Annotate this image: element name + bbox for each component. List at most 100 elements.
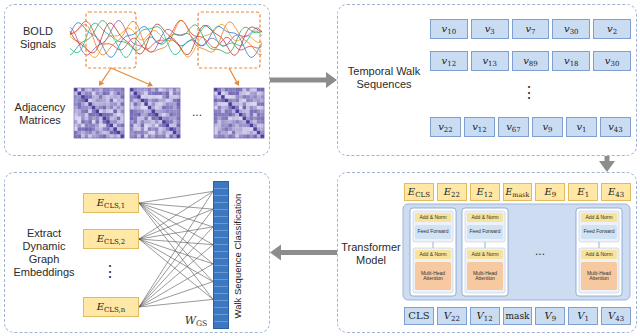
annotation: ...	[516, 245, 564, 259]
math-symbol: v18	[564, 55, 579, 66]
math-symbol: v1	[576, 121, 586, 132]
token-label: Emask	[505, 186, 529, 198]
panel-title: BOLD Signals	[9, 25, 67, 51]
token-label: ECLS,2	[97, 233, 126, 245]
symbol-subscript: CLS,1	[104, 202, 125, 210]
symbol-subscript: 7	[531, 28, 535, 36]
sublayer-label: Multi-Head Attention	[467, 262, 503, 290]
token-label: v12	[442, 55, 457, 67]
math-symbol: E9	[544, 186, 556, 197]
node-token: v1	[566, 117, 597, 137]
node-token: V43	[601, 307, 631, 325]
symbol-subscript: 12	[484, 191, 493, 199]
ellipsis-mark: ⋮	[519, 74, 539, 112]
math-symbol: v13	[482, 55, 497, 66]
embedding-token: E12	[470, 183, 500, 201]
node-token: v13	[471, 51, 509, 71]
token-label: v9	[542, 121, 552, 133]
symbol-letter: E	[97, 197, 104, 208]
symbol-letter: V	[444, 310, 451, 321]
token-label: v89	[523, 55, 538, 67]
symbol-letter: v	[472, 121, 478, 132]
token-label: mask	[505, 310, 529, 322]
token-label: V43	[608, 310, 624, 322]
token-label: v18	[564, 55, 579, 67]
symbol-letter: W	[185, 314, 196, 327]
symbol-letter: v	[564, 55, 570, 66]
symbol-letter: E	[577, 186, 584, 197]
adjacency-matrix	[130, 88, 180, 138]
symbol-letter: V	[477, 310, 484, 321]
node-token: V22	[437, 307, 467, 325]
symbol-letter: v	[482, 55, 488, 66]
signal-wave	[70, 20, 262, 55]
embedding-token: ECLS,n	[83, 297, 139, 317]
token-label: v67	[506, 121, 521, 133]
symbol-subscript: 9	[552, 315, 556, 323]
signal-wave	[70, 23, 262, 55]
stage-panel: BOLD SignalsAdjacency Matrices	[4, 4, 270, 156]
math-symbol: E1	[577, 186, 589, 197]
node-token: v89	[512, 51, 550, 71]
token-label: ECLS,1	[97, 197, 126, 209]
symbol-letter: E	[505, 186, 512, 197]
transformer-block	[462, 208, 508, 296]
symbol-subscript: 67	[512, 126, 521, 134]
math-symbol: v67	[506, 121, 521, 132]
symbol-letter: v	[608, 121, 614, 132]
token-label: v30	[605, 55, 620, 67]
token-label: ECLS,n	[97, 301, 126, 313]
math-symbol: V1	[577, 310, 589, 321]
sublayer-label: Add & Norm	[581, 250, 617, 259]
math-symbol: v3	[485, 23, 495, 34]
math-symbol: ECLS,2	[97, 233, 126, 244]
connector-line	[281, 250, 337, 255]
node-token: v12	[430, 51, 468, 71]
token-label: v43	[608, 121, 623, 133]
math-symbol: V9	[544, 310, 556, 321]
adjacency-matrix	[214, 88, 264, 138]
symbol-letter: v	[523, 55, 529, 66]
math-symbol: v12	[472, 121, 487, 132]
token-label: v13	[482, 55, 497, 67]
token-label: v10	[442, 23, 457, 35]
sublayer-label: Feed Forward	[415, 225, 451, 239]
embedding-token: E1	[568, 183, 598, 201]
math-symbol: ECLS	[408, 186, 430, 197]
connector-line	[605, 156, 610, 161]
embedding-token: E9	[535, 183, 565, 201]
connector-line	[139, 191, 213, 299]
token-label: v2	[607, 23, 617, 35]
sublayer-label: Add & Norm	[467, 250, 503, 259]
symbol-letter: v	[442, 55, 448, 66]
transformer-region	[403, 204, 630, 300]
embedding-token: E22	[437, 183, 467, 201]
node-token: V12	[470, 307, 500, 325]
symbol-letter: V	[577, 310, 584, 321]
transformer-block	[576, 208, 622, 296]
sublayer-label: Add & Norm	[415, 213, 451, 222]
dense-connection	[139, 191, 213, 299]
math-symbol: v7	[525, 23, 535, 34]
math-symbol: v12	[442, 55, 457, 66]
dense-connection	[139, 191, 213, 299]
math-symbol: E22	[444, 186, 460, 197]
arrow-head	[326, 72, 337, 88]
token-label: E43	[608, 186, 624, 198]
connector-line	[139, 191, 213, 307]
symbol-letter: v	[607, 23, 613, 34]
symbol-subscript: 10	[447, 28, 456, 36]
stage-panel: Extract Dynamic Graph EmbeddingsECLS,1EC…	[4, 172, 270, 333]
window-arrow	[111, 68, 153, 87]
math-symbol: v30	[564, 23, 579, 34]
flow-arrow	[270, 72, 337, 88]
time-window	[86, 12, 136, 68]
token-label: v1	[576, 121, 586, 133]
math-symbol: V22	[444, 310, 460, 321]
panel-title: Transformer Model	[340, 241, 402, 267]
symbol-subscript: 43	[615, 191, 624, 199]
symbol-letter: v	[506, 121, 512, 132]
symbol-subscript: 9	[552, 191, 556, 199]
symbol-letter: v	[442, 23, 448, 34]
symbol-subscript: mask	[512, 191, 529, 199]
